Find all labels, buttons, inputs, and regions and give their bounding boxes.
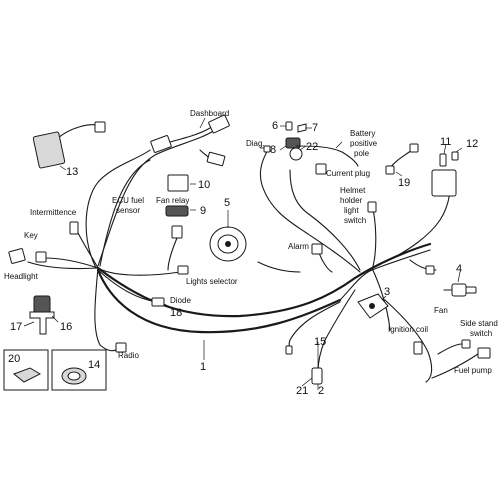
battery-area-parts — [263, 121, 359, 175]
callout-22: 22 — [306, 141, 318, 153]
callout-21: 21 — [296, 385, 308, 397]
label-ignition-coil: Ignition coil — [388, 325, 428, 334]
helmet-switch-connector — [367, 201, 377, 213]
label-helmet-1: Helmet — [340, 186, 366, 195]
callout-10: 10 — [198, 179, 210, 191]
label-diag: Diag. — [246, 139, 265, 148]
part-box-14 — [51, 349, 107, 391]
label-ecu-1: ECU fuel — [112, 196, 144, 205]
label-ecu-2: sensor — [116, 206, 140, 215]
callout-2: 2 — [318, 385, 324, 397]
callout-18: 18 — [170, 307, 182, 319]
callout-9: 9 — [200, 205, 206, 217]
label-fuel-pump: Fuel pump — [454, 366, 492, 375]
ignition-coil-3 — [357, 293, 389, 319]
callout-11: 11 — [440, 136, 451, 148]
label-alarm: Alarm — [288, 242, 309, 251]
label-helmet-3: light — [344, 206, 359, 215]
coil-part-2-21 — [285, 345, 323, 385]
label-helmet-2: holder — [340, 196, 363, 205]
callout-5: 5 — [224, 197, 230, 209]
callout-8: 8 — [270, 144, 276, 156]
label-side-stand-2: switch — [470, 329, 492, 338]
label-intermittence: Intermittence — [30, 208, 77, 217]
label-side-stand-1: Side stand — [460, 319, 498, 328]
callout-4: 4 — [456, 263, 462, 275]
main-harness — [27, 129, 452, 383]
label-key: Key — [24, 231, 38, 240]
label-current-plug: Current plug — [326, 169, 370, 178]
callout-numbers: 13 6 7 8 22 10 9 5 11 12 19 4 3 18 17 16… — [8, 120, 478, 397]
label-headlight: Headlight — [4, 272, 39, 281]
sensor-19 — [385, 143, 419, 175]
control-unit-13 — [32, 121, 106, 169]
callout-14: 14 — [88, 359, 100, 371]
callout-19: 19 — [398, 177, 410, 189]
callout-1: 1 — [200, 361, 206, 373]
label-radio: Radio — [118, 351, 139, 360]
label-fan-relay: Fan relay — [156, 196, 189, 205]
text-labels: Dashboard Diag. Battery positive pole Cu… — [4, 109, 498, 375]
label-battery-2: positive — [350, 139, 378, 148]
label-dashboard: Dashboard — [190, 109, 229, 118]
connector-block-11-12 — [431, 151, 459, 197]
leader-lines — [23, 117, 463, 390]
dashboard-connectors — [150, 114, 230, 167]
relay-bracket-16-17 — [29, 295, 55, 335]
callout-6: 6 — [272, 120, 278, 132]
label-diode: Diode — [170, 296, 191, 305]
callout-15: 15 — [314, 336, 326, 348]
label-lights-selector: Lights selector — [186, 277, 238, 286]
fan-and-pump-connectors — [413, 339, 491, 379]
horn-5 — [209, 226, 247, 262]
label-battery-3: pole — [354, 149, 370, 158]
callout-13: 13 — [66, 166, 78, 178]
callout-12: 12 — [466, 138, 478, 150]
left-connectors — [8, 221, 189, 353]
label-battery-1: Battery — [350, 129, 375, 138]
fan-relay-10 — [165, 174, 189, 271]
label-helmet-4: switch — [344, 216, 366, 225]
callout-7: 7 — [312, 122, 318, 134]
callout-17: 17 — [10, 321, 22, 333]
callout-16: 16 — [60, 321, 72, 333]
callout-20: 20 — [8, 353, 20, 365]
part-box-20 — [3, 349, 49, 391]
callout-3: 3 — [384, 286, 390, 298]
label-fan: Fan — [434, 306, 448, 315]
alarm-connector — [311, 243, 323, 255]
part-4 — [425, 265, 477, 297]
